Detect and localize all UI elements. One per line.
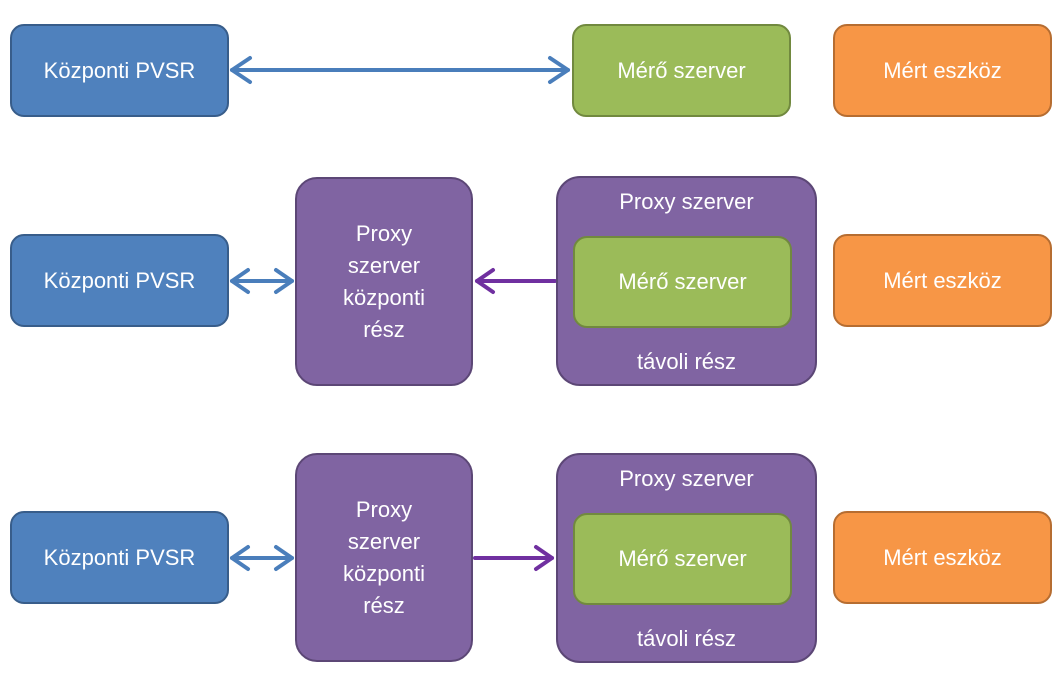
row3-meter-server-box: Mérő szerver — [573, 513, 792, 605]
row1-central-pvsr-label: Központi PVSR — [43, 57, 196, 83]
row3-proxy-remote-part-box: Proxy szerver Mérő szerver távoli rész — [556, 453, 817, 663]
row3-proxy-central-part-label: Proxy szerver központi rész — [343, 496, 425, 618]
row2-measured-device-label: Mért eszköz — [883, 267, 1002, 293]
row2-central-pvsr-box: Központi PVSR — [10, 234, 229, 327]
row2-proxy-remote-footer: távoli rész — [636, 349, 737, 374]
row3-measured-device-box: Mért eszköz — [833, 511, 1052, 604]
row1-measured-device-box: Mért eszköz — [833, 24, 1052, 117]
row3-proxy-remote-footer: távoli rész — [636, 626, 737, 651]
row2-proxy-remote-part-box: Proxy szerver Mérő szerver távoli rész — [556, 176, 817, 386]
row3-measured-device-label: Mért eszköz — [883, 544, 1002, 570]
row3-meter-server-label: Mérő szerver — [618, 546, 747, 571]
row2-proxy-remote-title: Proxy szerver — [619, 189, 754, 214]
row2-measured-device-box: Mért eszköz — [833, 234, 1052, 327]
row2-proxy-central-part-label: Proxy szerver központi rész — [343, 220, 425, 342]
row3-pvsr-proxy-double-arrow — [230, 545, 294, 571]
row2-proxy-central-part-box: Proxy szerver központi rész — [295, 177, 473, 386]
row2-pvsr-proxy-double-arrow — [230, 268, 294, 294]
row1-measured-device-label: Mért eszköz — [883, 57, 1002, 83]
row3-center-to-remote-arrow — [473, 545, 554, 571]
row2-central-pvsr-label: Központi PVSR — [43, 267, 196, 293]
row1-pvsr-meter-double-arrow — [230, 56, 570, 84]
row3-central-pvsr-label: Központi PVSR — [43, 544, 196, 570]
row3-proxy-central-part-box: Proxy szerver központi rész — [295, 453, 473, 662]
row3-proxy-remote-title: Proxy szerver — [619, 466, 754, 491]
row1-meter-server-box: Mérő szerver — [572, 24, 791, 117]
row2-meter-server-box: Mérő szerver — [573, 236, 792, 328]
row2-remote-to-center-arrow — [475, 268, 557, 294]
row1-central-pvsr-box: Központi PVSR — [10, 24, 229, 117]
row1-meter-server-label: Mérő szerver — [617, 57, 746, 83]
row2-meter-server-label: Mérő szerver — [618, 269, 747, 294]
row3-central-pvsr-box: Központi PVSR — [10, 511, 229, 604]
